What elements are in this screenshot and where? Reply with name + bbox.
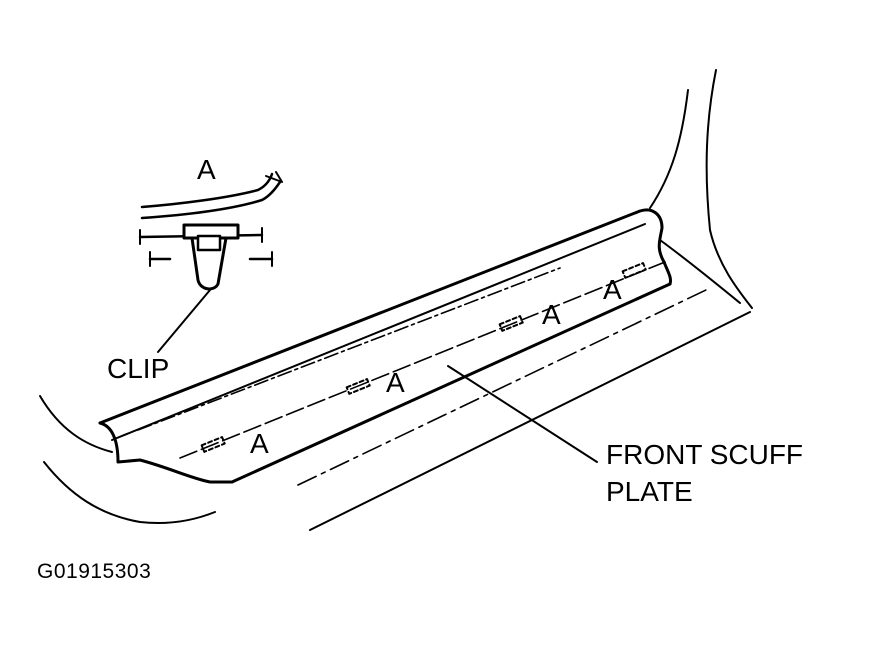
figure-code: G01915303: [37, 560, 152, 583]
clip-slot: [345, 378, 371, 395]
clip-slot: [498, 315, 524, 332]
part-name-line1: FRONT SCUFF: [606, 439, 804, 470]
part-leader-line: [447, 365, 598, 463]
clip-point-label: A: [603, 274, 622, 305]
part-name-line2: PLATE: [606, 476, 693, 507]
clip-point-label: A: [250, 428, 269, 459]
inset-detail-label: A: [197, 154, 216, 185]
clip-detail-inset: [138, 171, 283, 353]
pillar-outline: [649, 69, 753, 309]
clip-slot: [200, 436, 226, 453]
clip-slots: [200, 262, 647, 453]
floor-body-outline: [39, 395, 216, 525]
clip-point-label: A: [386, 367, 405, 398]
scuff-plate: [98, 208, 751, 531]
clip-slot: [621, 262, 647, 279]
clip-point-label: A: [542, 299, 561, 330]
clip-label: CLIP: [107, 353, 170, 384]
